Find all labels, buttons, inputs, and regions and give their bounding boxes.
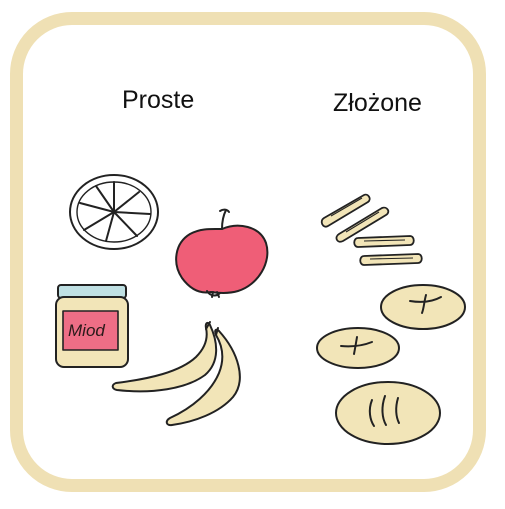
bread-roll-icon (381, 285, 465, 329)
bread-roll-icon (317, 328, 399, 368)
bread-loaf-icon (336, 382, 440, 444)
citrus-slice-icon (70, 175, 158, 249)
pasta-icon (322, 195, 422, 265)
banana-icon (113, 322, 240, 425)
honey-jar-label: Miod (68, 321, 105, 340)
apple-icon (176, 210, 267, 297)
honey-jar-icon: Miod (56, 285, 128, 367)
